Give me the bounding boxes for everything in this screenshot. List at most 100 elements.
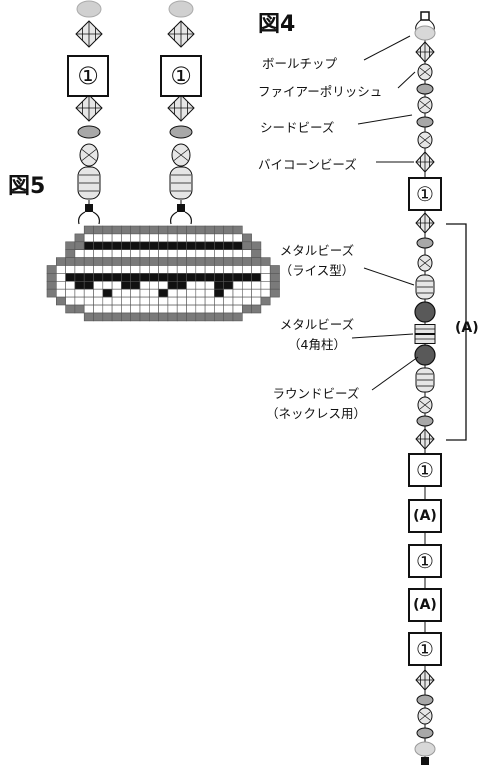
pendant-bead-cell: [149, 304, 159, 314]
pendant-bead-cell: [186, 273, 197, 282]
label-fire-polish: ファイアーポリッシュ: [258, 84, 383, 99]
fire-polish-facets: [419, 100, 431, 110]
pendant-bead-cell: [46, 273, 57, 282]
pendant-bead-cell: [251, 241, 262, 251]
unit-box-1: ①: [408, 177, 442, 211]
pendant-bead-cell: [232, 225, 243, 235]
pendant-bead-cell: [83, 296, 94, 306]
pendant-bead-cell: [102, 288, 113, 298]
pendant-bead-cell: [223, 296, 234, 306]
pendant-bead-cell: [102, 296, 113, 306]
pendant-bead-cell: [223, 257, 234, 266]
pendant-bead-cell: [204, 233, 215, 243]
pendant-bead-cell: [158, 312, 169, 322]
round-bead: [414, 301, 436, 323]
pendant-bead-cell: [204, 225, 215, 235]
pendant-bead-cell: [186, 280, 197, 290]
pendant-bead-cell: [149, 288, 159, 298]
pendant-bead-cell: [195, 233, 206, 243]
pendant-bead-cell: [46, 288, 57, 298]
pendant-bead-cell: [130, 233, 141, 243]
pendant-bead-cell: [111, 312, 122, 322]
pendant-bead-cell: [186, 296, 197, 306]
pendant-bead-cell: [139, 265, 150, 274]
pendant-bead-cell: [260, 273, 271, 282]
pendant-bead-cell: [139, 225, 150, 235]
pendant-bead-cell: [139, 249, 150, 258]
pendant-bead-cell: [251, 288, 262, 298]
pendant-bead-cell: [130, 249, 141, 258]
bicone-bead: [415, 428, 435, 450]
pendant-bead-cell: [232, 312, 243, 322]
pendant-bead-cell: [74, 241, 85, 251]
ball-chip-bottom: [414, 741, 436, 757]
pendant-bead-cell: [93, 288, 104, 298]
label-metal-rice-1: メタルビーズ: [279, 243, 355, 258]
fire-polish-facets: [419, 400, 431, 410]
pendant-bead-cell: [186, 249, 197, 258]
pendant-bead-cell: [232, 249, 243, 258]
pendant-bead-cell: [130, 225, 141, 235]
pendant-bead-cell: [74, 249, 85, 258]
pendant-bead-cell: [186, 241, 197, 251]
pendant-bead-cell: [83, 265, 94, 274]
pendant-bead-cell: [83, 288, 94, 298]
pendant-bead-cell: [149, 312, 159, 322]
pendant-bead-cell: [214, 296, 224, 306]
clasp-square-bottom: [421, 757, 429, 765]
bicone-bead: [167, 20, 195, 48]
clasp-square: [85, 204, 93, 212]
pendant-bead-cell: [139, 241, 150, 251]
pendant-bead-cell: [223, 233, 234, 243]
label-ball-chip: ボールチップ: [262, 56, 338, 71]
pendant-bead-cell: [214, 312, 224, 322]
pendant-bead-cell: [121, 241, 132, 251]
pendant-bead-cell: [223, 273, 234, 282]
pendant-bead-cell: [195, 280, 206, 290]
pendant-bead-cell: [195, 265, 206, 274]
leader-metal-square: [351, 333, 414, 339]
pendant-bead-cell: [83, 257, 94, 266]
pendant-bead-cell: [176, 280, 187, 290]
bicone-bead: [415, 41, 435, 63]
pendant-bead-cell: [65, 249, 76, 258]
bicone-bead: [75, 94, 103, 122]
pendant-bead-cell: [149, 265, 159, 274]
pendant-bead-cell: [232, 273, 243, 282]
pendant-bead-cell: [223, 241, 234, 251]
pendant-bead-cell: [232, 296, 243, 306]
label-round-1: ラウンドビーズ: [272, 386, 360, 401]
pendant-bead-cell: [149, 225, 159, 235]
pendant-bead-cell: [83, 273, 94, 282]
pendant-bead-cell: [139, 288, 150, 298]
label-seed-beads: シードビーズ: [260, 120, 335, 135]
pendant-bead-cell: [260, 265, 271, 274]
label-round-2: （ネックレス用）: [265, 406, 366, 421]
pendant-bead-cell: [111, 265, 122, 274]
pendant-bead-cell: [139, 312, 150, 322]
pendant-bead-cell: [93, 273, 104, 282]
pendant-bead-cell: [251, 273, 262, 282]
pendant-bead-cell: [65, 257, 76, 266]
pendant-bead-cell: [251, 249, 262, 258]
pendant-bead-cell: [223, 304, 234, 314]
pendant-bead-cell: [102, 312, 113, 322]
pendant-bead-cell: [242, 280, 252, 290]
pendant-bead-cell: [214, 257, 224, 266]
pendant-bead-cell: [260, 257, 271, 266]
seed-bead: [416, 694, 434, 706]
pendant-bead-cell: [204, 280, 215, 290]
pendant-bead-cell: [111, 233, 122, 243]
pendant-bead-cell: [83, 280, 94, 290]
unit-box-3: ①: [408, 544, 442, 578]
pendant-bead-cell: [65, 296, 76, 306]
pendant-bead-cell: [251, 280, 262, 290]
pendant-bead-cell: [149, 241, 159, 251]
pendant-bead-cell: [232, 241, 243, 251]
pendant-bead-cell: [139, 304, 150, 314]
pendant-bead-cell: [195, 288, 206, 298]
pendant-bead-cell: [55, 257, 66, 266]
pendant-bead-cell: [232, 280, 243, 290]
clasp-hook: [170, 211, 192, 225]
